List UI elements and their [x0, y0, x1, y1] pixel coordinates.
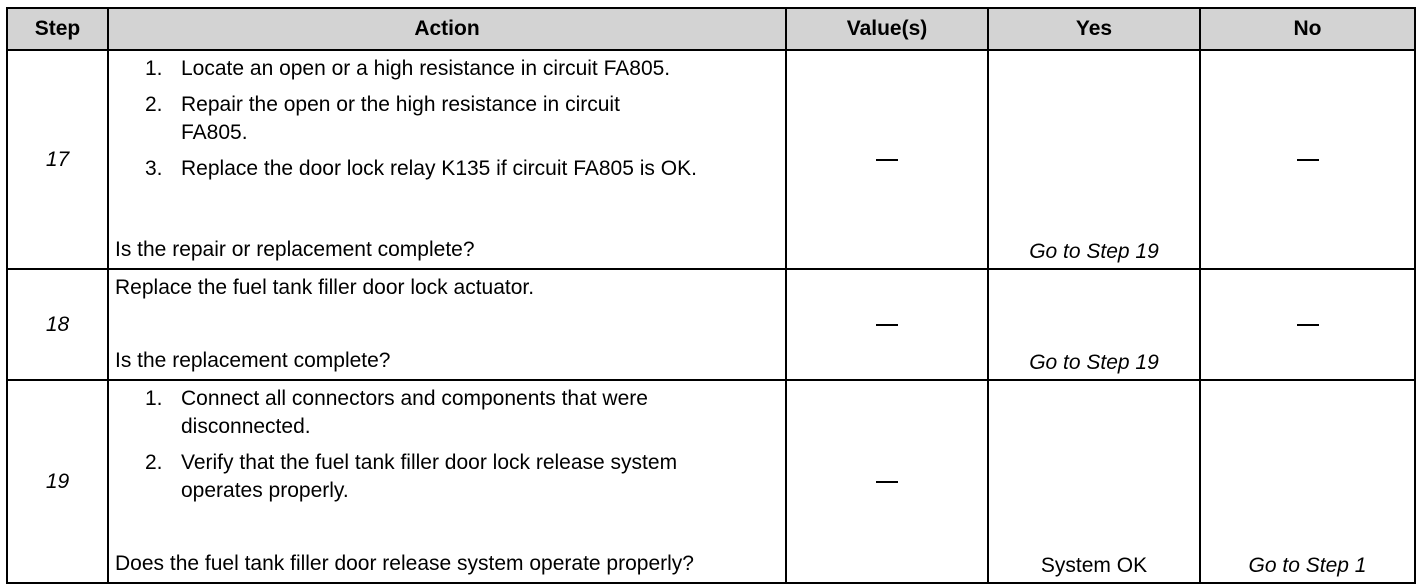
step-number: 18: [6, 268, 109, 381]
action-cell: 1. Connect all connectors and components…: [107, 379, 787, 584]
action-step: 2. Verify that the fuel tank filler door…: [145, 449, 781, 505]
dash-mark: —: [876, 480, 898, 483]
header-values: Value(s): [785, 7, 989, 51]
action-step-number: 2.: [145, 93, 163, 116]
action-step-text: Connect all connectors and components th…: [181, 387, 648, 438]
no-cell: Go to Step 1: [1199, 379, 1416, 584]
action-step-text: Verify that the fuel tank filler door lo…: [181, 451, 678, 502]
dash-mark: —: [876, 323, 898, 326]
value-cell: —: [785, 379, 989, 584]
table-row: 18 Replace the fuel tank filler door loc…: [6, 268, 1416, 381]
no-cell: —: [1199, 49, 1416, 270]
action-step-number: 1.: [145, 387, 163, 410]
dash-mark: —: [1296, 323, 1319, 326]
action-question: Is the replacement complete?: [115, 349, 391, 372]
step-number: 19: [6, 379, 109, 584]
action-step-number: 3.: [145, 157, 163, 180]
action-steps: 1. Locate an open or a high resistance i…: [115, 55, 781, 191]
action-cell: Replace the fuel tank filler door lock a…: [107, 268, 787, 381]
action-cell: 1. Locate an open or a high resistance i…: [107, 49, 787, 270]
dash-mark: —: [1296, 158, 1319, 161]
action-step-number: 1.: [145, 57, 163, 80]
dash-mark: —: [876, 158, 898, 161]
header-no: No: [1199, 7, 1416, 51]
no-cell: —: [1199, 268, 1416, 381]
yes-cell: Go to Step 19: [987, 268, 1201, 381]
header-action: Action: [107, 7, 787, 51]
yes-cell: Go to Step 19: [987, 49, 1201, 270]
diagnostic-table: Step Action Value(s) Yes No 17 1. Locate…: [6, 7, 1416, 584]
action-question: Does the fuel tank filler door release s…: [115, 552, 694, 575]
action-step-text: Replace the door lock relay K135 if circ…: [181, 157, 697, 180]
header-row: Step Action Value(s) Yes No: [6, 7, 1416, 51]
action-intro: Replace the fuel tank filler door lock a…: [115, 276, 535, 299]
action-step-text: Repair the open or the high resistance i…: [181, 93, 620, 144]
table-row: 17 1. Locate an open or a high resistanc…: [6, 49, 1416, 270]
value-cell: —: [785, 268, 989, 381]
action-step-number: 2.: [145, 451, 163, 474]
action-step-text: Locate an open or a high resistance in c…: [181, 57, 671, 80]
yes-cell: System OK: [987, 379, 1201, 584]
action-step: 2. Repair the open or the high resistanc…: [145, 91, 781, 147]
header-step: Step: [6, 7, 109, 51]
value-cell: —: [785, 49, 989, 270]
action-step: 1. Locate an open or a high resistance i…: [145, 55, 781, 83]
action-question: Is the repair or replacement complete?: [115, 238, 475, 261]
header-yes: Yes: [987, 7, 1201, 51]
action-step: 3. Replace the door lock relay K135 if c…: [145, 155, 781, 183]
table-row: 19 1. Connect all connectors and compone…: [6, 379, 1416, 584]
action-step: 1. Connect all connectors and components…: [145, 385, 781, 441]
action-steps: 1. Connect all connectors and components…: [115, 385, 781, 513]
step-number: 17: [6, 49, 109, 270]
